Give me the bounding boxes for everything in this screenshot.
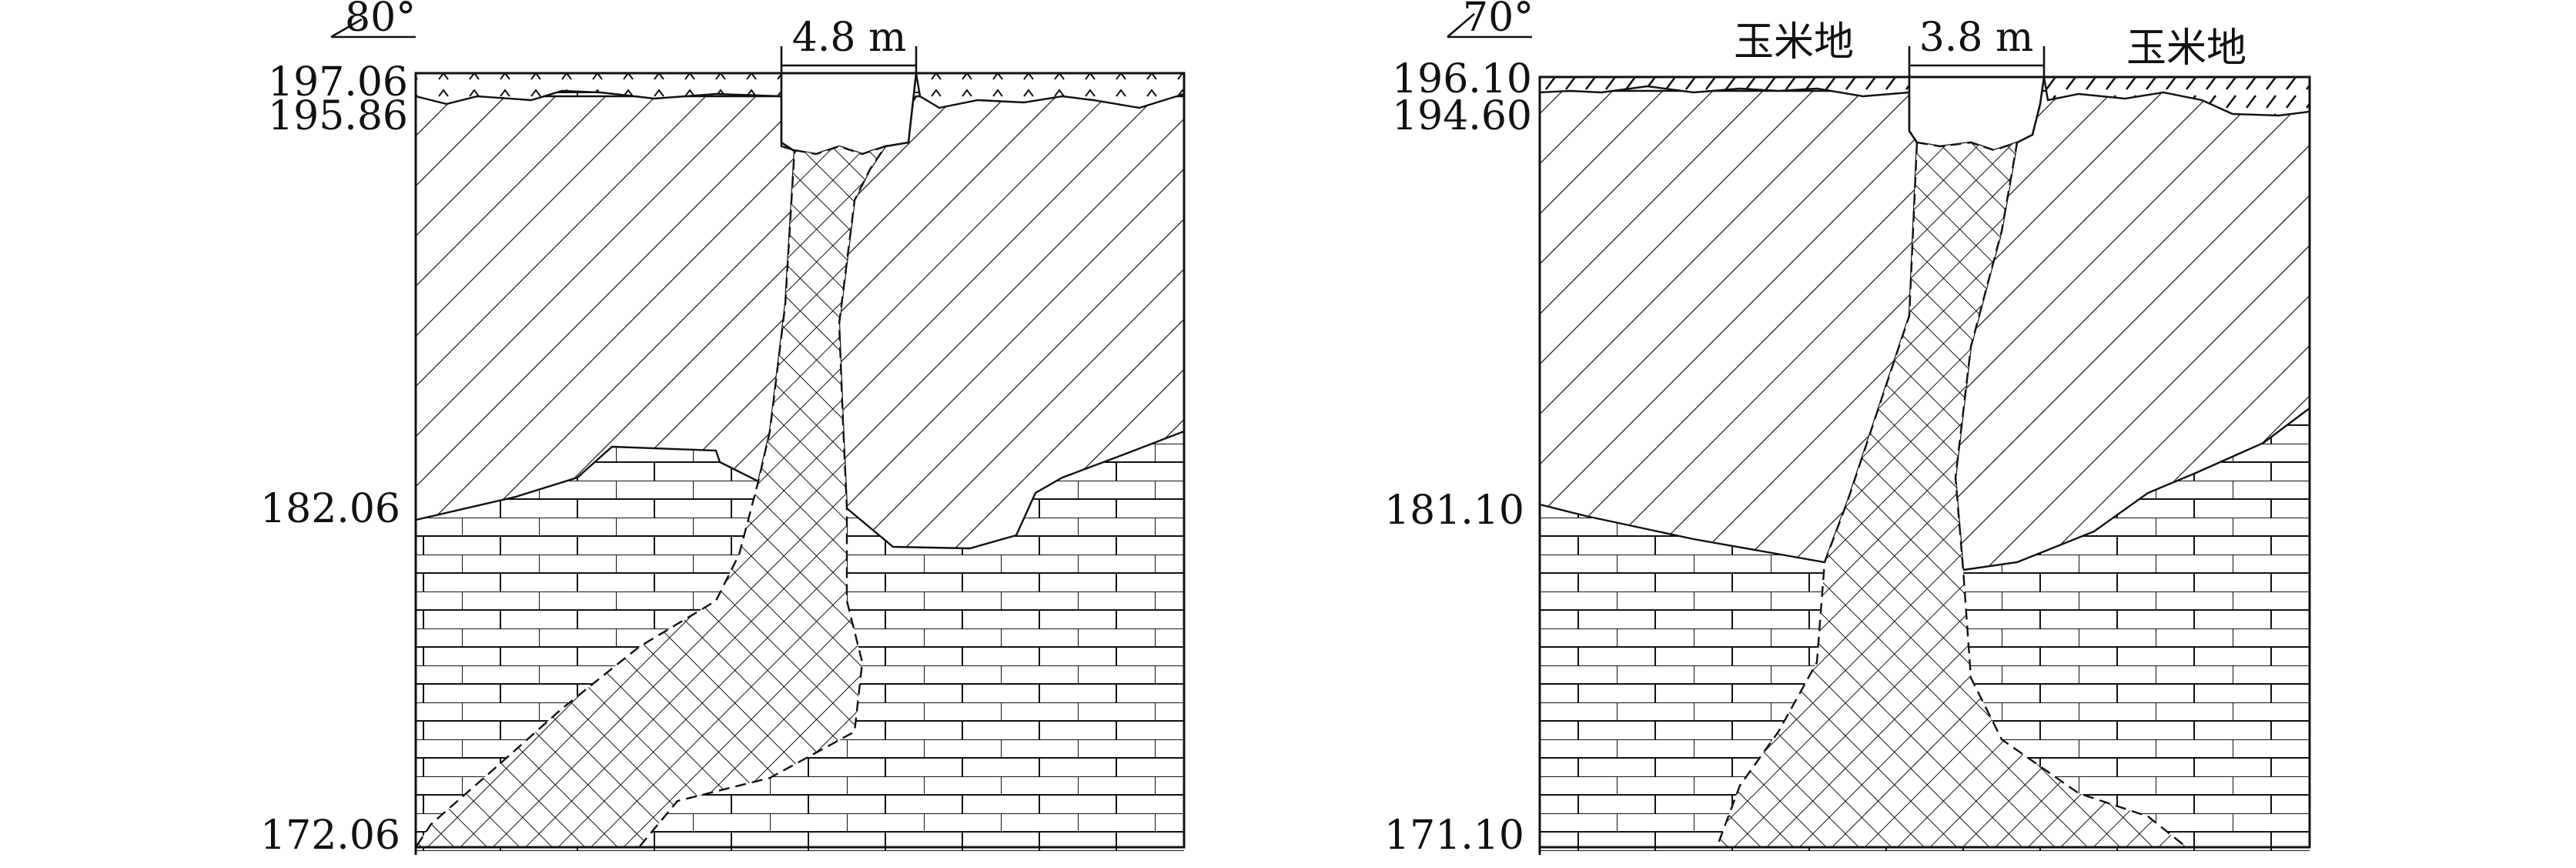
left-section-frame [414,72,1186,849]
left-width-label: 4.8 m [792,15,907,61]
right-width-dimension: 3.8 m [1908,15,2046,77]
left-elevation-2: 195.86 [268,93,408,139]
right-elevation-4: 171.10 [1384,813,1524,859]
left-karst-fill [413,144,888,849]
right-elevation-1: 196.10 [1392,56,1532,102]
left-section: 80° 4.8 m 197.06 195.86 182.06 172.06 [260,0,1186,859]
left-dip-angle: 80° [345,0,416,41]
right-elevation-3: 181.10 [1384,488,1524,534]
right-field-label-right: 玉米地 [2126,25,2246,72]
left-elevation-4: 172.06 [260,813,400,859]
right-width-label: 3.8 m [1919,15,2034,61]
left-elevation-1: 197.06 [268,59,408,106]
right-dip-angle: 70° [1463,0,1534,41]
right-elevation-2: 194.60 [1392,93,1532,139]
right-field-label-left: 玉米地 [1734,19,1854,65]
left-width-dimension: 4.8 m [780,15,918,73]
right-karst-fill [1715,141,2190,849]
right-section: 70° 3.8 m 玉米地 玉米地 196.10 194.60 181.10 1… [1384,0,2311,859]
left-dip-angle-mark: 80° [330,0,416,41]
left-elevation-3: 182.06 [260,486,400,532]
right-pit [1908,75,2046,152]
left-pit [780,72,918,156]
right-section-frame [1538,75,2311,849]
right-dip-angle-mark: 70° [1447,0,1534,41]
